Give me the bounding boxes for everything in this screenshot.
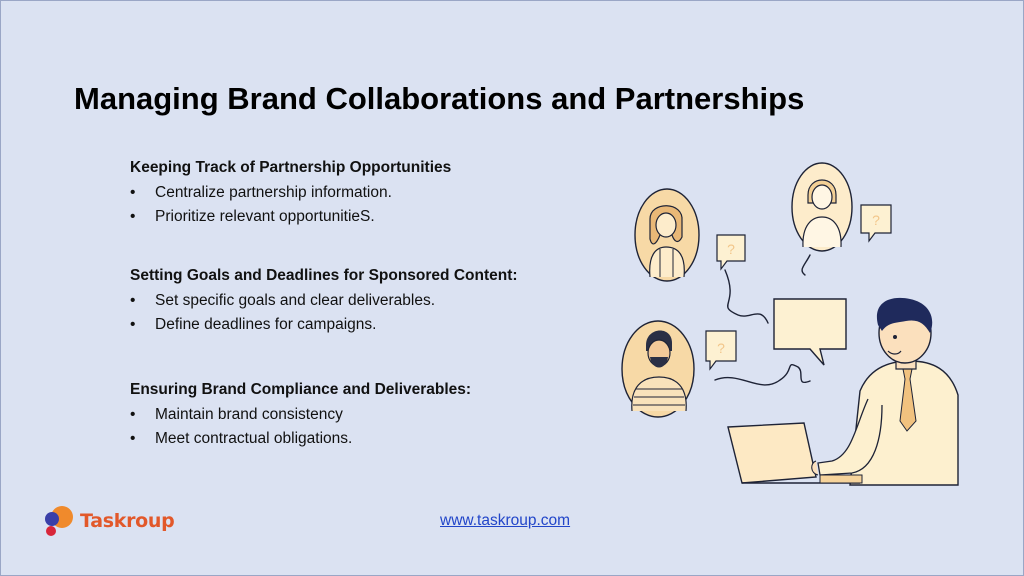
section-heading: Setting Goals and Deadlines for Sponsore… [130, 267, 518, 284]
section-heading: Keeping Track of Partnership Opportuniti… [130, 159, 452, 176]
bullet-item: Meet contractual obligations. [130, 427, 590, 451]
speech-bubble-icon [773, 298, 847, 366]
connector-line [714, 363, 811, 386]
section-brand-compliance: Ensuring Brand Compliance and Deliverabl… [130, 378, 590, 451]
connector-line [801, 254, 811, 276]
question-bubble-icon: ? [705, 330, 737, 371]
question-bubble-icon: ? [860, 204, 892, 243]
bullet-list: Centralize partnership information. Prio… [130, 181, 590, 229]
bullet-list: Maintain brand consistency Meet contract… [130, 403, 590, 451]
bullet-item: Define deadlines for campaigns. [130, 313, 590, 337]
logo-text: Taskroup [80, 510, 175, 532]
svg-text:?: ? [717, 340, 725, 356]
bullet-item: Maintain brand consistency [130, 403, 590, 427]
bullet-item: Prioritize relevant opportunitieS. [130, 205, 590, 229]
man-at-laptop-icon [727, 297, 959, 486]
slide-title: Managing Brand Collaborations and Partne… [74, 80, 805, 116]
collaboration-illustration: ? ? ? [621, 162, 959, 486]
svg-text:?: ? [872, 212, 880, 228]
question-bubble-icon: ? [716, 234, 746, 271]
connector-line [724, 269, 769, 324]
bullet-item: Centralize partnership information. [130, 181, 590, 205]
section-heading: Ensuring Brand Compliance and Deliverabl… [130, 381, 472, 398]
avatar-bearded-man-icon [621, 320, 695, 418]
taskroup-logo [45, 506, 73, 536]
avatar-woman-bob-icon [791, 162, 853, 252]
bullet-item: Set specific goals and clear deliverable… [130, 289, 590, 313]
bullet-list: Set specific goals and clear deliverable… [130, 289, 590, 337]
section-goals-deadlines: Setting Goals and Deadlines for Sponsore… [130, 264, 590, 337]
svg-text:?: ? [727, 241, 735, 257]
website-link[interactable]: www.taskroup.com [440, 512, 571, 529]
avatar-woman-icon [634, 188, 700, 282]
section-partnership-opportunities: Keeping Track of Partnership Opportuniti… [130, 156, 590, 229]
